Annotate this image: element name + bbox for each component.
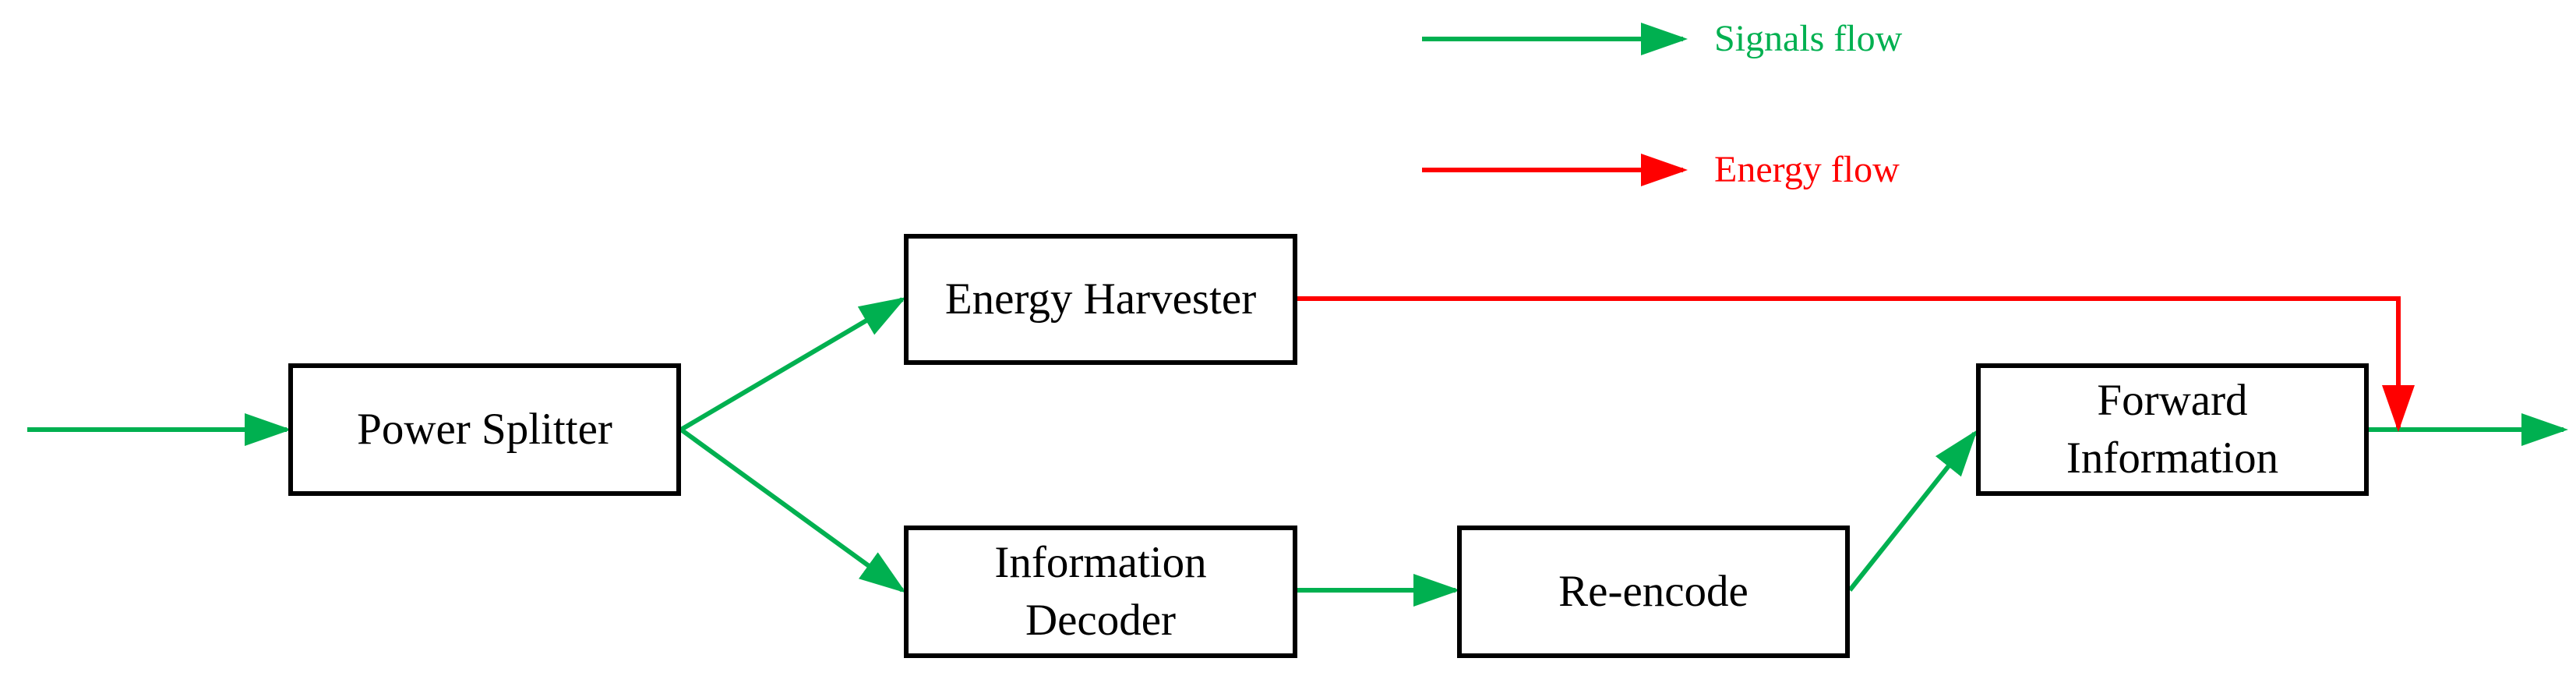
information-decoder-box: Information Decoder (904, 526, 1297, 658)
legend-signals-label: Signals flow (1714, 18, 1903, 59)
splitter-to-harvester-arrow (679, 296, 907, 432)
re-encode-box: Re-encode (1457, 526, 1850, 658)
reencode-to-forward-arrow (1847, 430, 1978, 592)
legend-energy-label: Energy flow (1714, 149, 1900, 190)
power-splitter-box: Power Splitter (288, 363, 681, 496)
forward-information-box: Forward Information (1976, 363, 2369, 496)
splitter-to-decoder-arrow (679, 427, 906, 593)
energy-flow-arrow (1297, 296, 2415, 432)
energy-harvester-box: Energy Harvester (904, 234, 1297, 365)
